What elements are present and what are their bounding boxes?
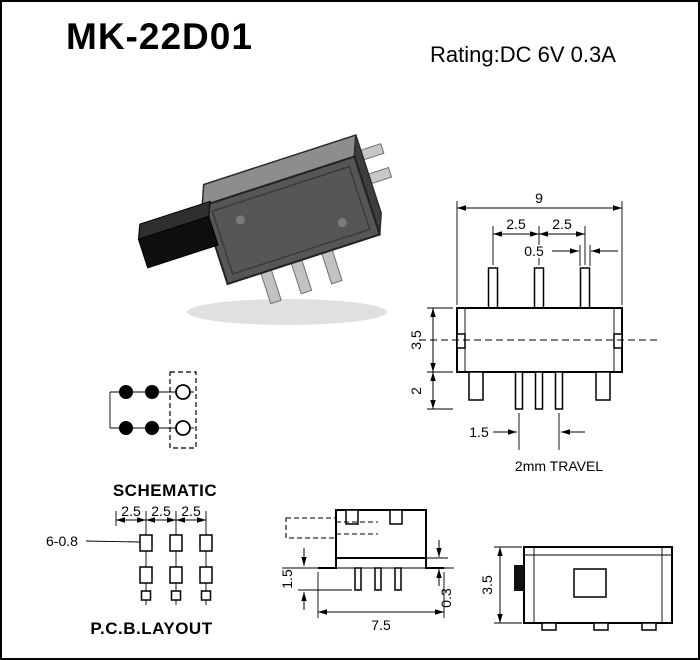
top-pin <box>533 267 545 309</box>
pcb-pad <box>139 566 153 584</box>
dim-pin-below-board: 1.5 <box>279 548 352 610</box>
actuator-dashed <box>285 517 337 539</box>
through-pin <box>374 567 382 591</box>
through-pin <box>394 567 402 591</box>
end-view-switch <box>514 546 673 631</box>
part-number-title: MK-22D01 <box>66 16 253 57</box>
side-view-switch <box>282 509 454 591</box>
side-view-drawing: 1.5 7.5 0.3 <box>279 509 454 633</box>
foot-pad <box>593 622 609 631</box>
switch-3d <box>137 133 393 305</box>
actuator-knob <box>137 215 219 269</box>
fixed-contact <box>119 421 133 435</box>
support-tab <box>595 371 611 401</box>
top-pin <box>579 267 591 309</box>
mounting-foot <box>318 558 337 569</box>
body-notch <box>456 333 466 349</box>
dim-total-width: 9 <box>456 190 623 305</box>
front-view-bottom-pins <box>468 371 611 410</box>
dim-standoff-text: 0.3 <box>438 588 454 608</box>
dim-pin-length: 2 <box>408 372 453 410</box>
dim-pin-offset-text: 1.5 <box>469 424 489 440</box>
top-slot <box>389 509 403 525</box>
dim-pin-below-text: 1.5 <box>279 569 295 589</box>
dim-pitch-left-text: 2.5 <box>506 216 526 232</box>
rivet <box>235 215 245 225</box>
dim-pin-width-text: 0.5 <box>524 243 544 259</box>
inner-detail <box>573 568 607 598</box>
fixed-contact <box>145 385 159 399</box>
slider-dashed-box <box>169 371 197 449</box>
dim-body-height: 3.5 <box>408 307 453 373</box>
bottom-pin <box>554 371 564 410</box>
dim-body-height-text: 3.5 <box>408 330 424 350</box>
dim-pin-width: 0.5 <box>520 243 618 266</box>
fixed-contact <box>119 385 133 399</box>
travel-note-text: 2mm TRAVEL <box>515 458 603 474</box>
pcb-pad <box>199 566 213 584</box>
pcb-hole-note-text: 6-0.8 <box>46 533 78 549</box>
foot-pad <box>641 622 657 631</box>
dim-travel: 1.5 2mm TRAVEL <box>469 413 603 474</box>
pcb-pitch-text: 2.5 <box>121 503 141 519</box>
pcb-small-pad <box>140 590 152 601</box>
dim-standoff: 0.3 <box>426 540 454 608</box>
end-view-drawing: 3.5 <box>479 546 673 631</box>
pcb-small-pad <box>170 590 182 601</box>
photo-shadow <box>187 299 387 325</box>
mounting-foot <box>425 558 444 569</box>
bottom-pin <box>514 371 524 410</box>
through-pin <box>354 567 362 591</box>
product-photo <box>137 133 393 325</box>
metal-frame <box>211 165 371 275</box>
top-slot <box>345 509 359 525</box>
dim-overall-width: 7.5 <box>317 572 445 633</box>
dim-pin-pitch: 2.5 2.5 <box>492 216 586 265</box>
schematic-label: SCHEMATIC <box>112 481 218 500</box>
pcb-pads <box>139 526 213 605</box>
moving-contact <box>175 420 191 436</box>
dim-total-width-text: 9 <box>535 190 543 206</box>
pcb-pad <box>139 534 153 552</box>
pcb-dim-pitch: 2.5 2.5 2.5 <box>115 503 207 526</box>
fixed-contact <box>145 421 159 435</box>
actuator-knob-end <box>514 565 524 591</box>
pcb-pitch-text: 2.5 <box>151 503 171 519</box>
switch-body-outline <box>456 307 623 373</box>
schematic-drawing <box>109 371 197 449</box>
dim-pitch-right-text: 2.5 <box>552 216 572 232</box>
top-pin <box>487 267 499 309</box>
pcb-pad <box>169 566 183 584</box>
dim-overall-width-text: 7.5 <box>371 617 391 633</box>
moving-contact <box>175 384 191 400</box>
pcb-pitch-text: 2.5 <box>181 503 201 519</box>
pcb-pad <box>169 534 183 552</box>
front-view-top-pins <box>487 267 591 309</box>
schematic-diagram <box>109 371 197 449</box>
bottom-pin <box>534 371 544 410</box>
foot-pad <box>541 622 557 631</box>
dim-end-height-text: 3.5 <box>479 575 495 595</box>
pcb-layout-label: P.C.B.LAYOUT <box>90 619 213 638</box>
front-view-body <box>456 307 623 373</box>
support-tab <box>468 371 484 401</box>
rating-text: Rating:DC 6V 0.3A <box>430 42 616 67</box>
body-notch <box>613 333 623 349</box>
rivet <box>337 218 347 228</box>
pcb-hole-note: 6-0.8 <box>46 533 141 549</box>
pcb-pad <box>199 534 213 552</box>
dim-end-height: 3.5 <box>479 546 522 624</box>
dim-pin-length-text: 2 <box>408 387 424 395</box>
front-view-drawing: 9 2.5 2.5 0.5 <box>408 190 660 474</box>
pcb-small-pad <box>200 590 212 601</box>
pcb-layout-drawing: 2.5 2.5 2.5 6-0.8 <box>46 503 213 605</box>
